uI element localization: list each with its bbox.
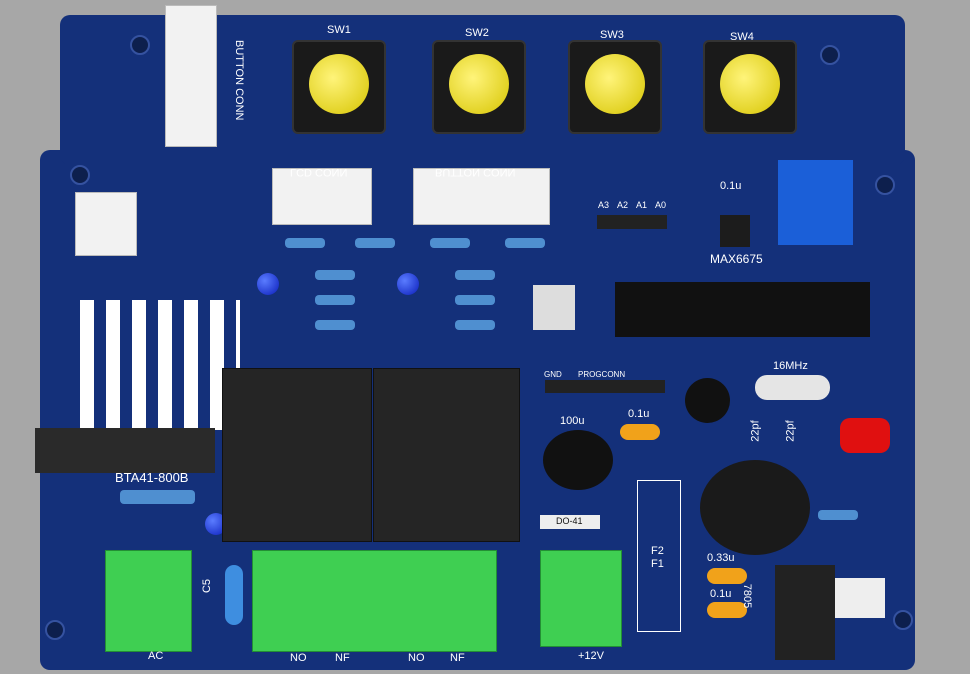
terminal-ac <box>105 550 192 652</box>
terminal-no2-label: NO <box>408 652 425 664</box>
led-blue <box>205 513 227 535</box>
prog-conn-label: PROGCONN <box>578 370 626 379</box>
terminal-12v-label: +12V <box>578 650 604 662</box>
capacitor-100u <box>543 430 613 490</box>
led-red <box>840 418 890 453</box>
max6675-chip <box>720 215 750 247</box>
pin-a0-label: A0 <box>655 200 667 210</box>
button-connector <box>413 168 550 225</box>
lcd-connector <box>272 168 372 225</box>
cap-22pf-b-label: 22pf <box>784 420 797 442</box>
optocoupler <box>75 192 137 256</box>
button-connector-side <box>165 5 217 147</box>
capacitor-033u <box>707 568 747 584</box>
resistor <box>455 320 495 330</box>
terminal-relay <box>252 550 497 652</box>
mount-hole <box>893 610 913 630</box>
resistor <box>355 238 395 248</box>
max6675-label: MAX6675 <box>710 252 763 266</box>
diode-label: DO-41 <box>556 516 583 526</box>
mount-hole <box>820 45 840 65</box>
resistor <box>505 238 545 248</box>
regulator-label: 7805 <box>741 583 754 609</box>
lcd-conn-label: LCD CONN <box>290 166 348 178</box>
cap-033u-label: 0.33u <box>707 552 735 564</box>
mount-hole <box>45 620 65 640</box>
pin-a1-label: A1 <box>636 200 648 210</box>
crystal <box>755 375 830 400</box>
regulator-7805 <box>775 565 835 660</box>
ic-cap-label: 0.1u <box>720 180 742 192</box>
crystal-label: 16MHz <box>773 360 808 372</box>
resistor <box>455 295 495 305</box>
resistor <box>430 238 470 248</box>
resistor <box>818 510 858 520</box>
fuse-holder <box>637 480 681 632</box>
cap-01u-label: 0.1u <box>628 408 650 420</box>
fuse-f2-label: F2 <box>651 545 664 557</box>
capacitor-01u <box>620 424 660 440</box>
regulator-tab <box>835 578 885 618</box>
cap-01u-b-label: 0.1u <box>710 588 732 600</box>
switch-sw1[interactable] <box>292 40 386 134</box>
prog-connector <box>545 380 665 393</box>
mount-hole <box>875 175 895 195</box>
prog-gnd-label: GND <box>544 370 562 379</box>
resistor <box>315 320 355 330</box>
sw2-label: SW2 <box>465 27 489 39</box>
resistor <box>120 490 195 504</box>
resistor <box>315 295 355 305</box>
button-conn-label: BUTTON CONN <box>435 166 516 178</box>
cap-c5-label: C5 <box>201 578 214 594</box>
mount-hole <box>130 35 150 55</box>
capacitor-c5 <box>225 565 243 625</box>
switch-sw3[interactable] <box>568 40 662 134</box>
sw4-label: SW4 <box>730 31 754 43</box>
capacitor-01u-b <box>707 602 747 618</box>
relay-2 <box>373 368 520 542</box>
microcontroller <box>615 282 870 337</box>
switch-sw2[interactable] <box>432 40 526 134</box>
pin-a3-label: A3 <box>598 200 610 210</box>
button-conn-side-label: BUTTON CONN <box>233 40 245 121</box>
terminal-nf1-label: NF <box>335 652 350 664</box>
cap-100u-label: 100u <box>560 415 585 427</box>
sw1-label: SW1 <box>327 24 351 36</box>
capacitor-electrolytic <box>685 378 730 423</box>
led-blue <box>257 273 279 295</box>
terminal-ac-label: AC <box>148 650 164 662</box>
mount-hole <box>70 165 90 185</box>
sw3-label: SW3 <box>600 29 624 41</box>
terminal-12v <box>540 550 622 647</box>
header-a-pins <box>597 215 667 229</box>
diode <box>540 515 600 529</box>
triac-body <box>35 428 215 473</box>
buzzer <box>700 460 810 555</box>
reset-button[interactable] <box>533 285 575 330</box>
terminal-nf2-label: NF <box>450 652 465 664</box>
fuse-f1-label: F1 <box>651 558 664 570</box>
led-blue <box>397 273 419 295</box>
triac-label: BTA41-800B <box>115 470 189 485</box>
relay-1 <box>222 368 372 542</box>
resistor <box>315 270 355 280</box>
resistor <box>285 238 325 248</box>
terminal-no1-label: NO <box>290 652 307 664</box>
resistor <box>455 270 495 280</box>
screw-terminal-blue <box>778 160 853 245</box>
cap-22pf-a-label: 22pf <box>749 420 762 442</box>
switch-sw4[interactable] <box>703 40 797 134</box>
pin-a2-label: A2 <box>617 200 629 210</box>
heatsink <box>80 300 240 430</box>
